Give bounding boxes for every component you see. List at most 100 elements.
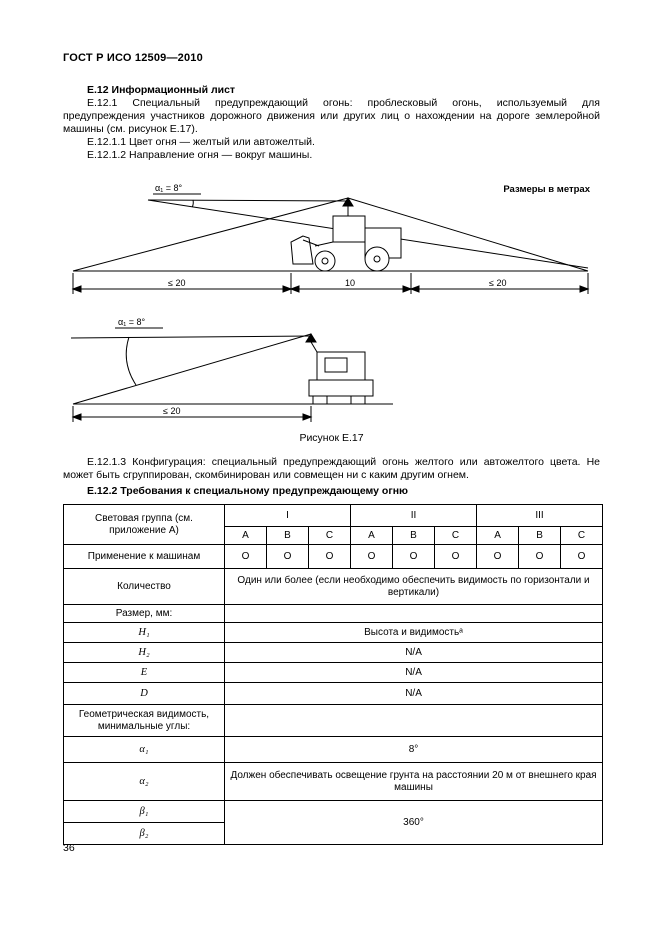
alpha2-value: Должен обеспечивать освещение грунта на …	[223, 762, 604, 801]
figure-e17: Размеры в метрах	[63, 176, 600, 444]
application-value: О	[350, 544, 394, 569]
arrowhead	[71, 413, 82, 421]
application-value: О	[307, 544, 352, 569]
application-value: О	[476, 544, 520, 569]
figure-e17-drawing: Размеры в метрах	[70, 183, 591, 422]
row-beta2: β₂	[63, 822, 603, 845]
wheel-loader-side	[290, 215, 402, 272]
application-label: Применение к машинам	[63, 544, 225, 569]
beacon-bracket-2	[310, 341, 318, 353]
subcol-cell: A	[476, 526, 520, 545]
angle-label-bottom: α₁ = 8°	[118, 317, 146, 327]
table-header-groups: Световая группа (см. приложение А) I II …	[63, 504, 604, 545]
quantity-label: Количество	[63, 568, 225, 605]
arrowhead	[71, 285, 82, 293]
visibility-header-spacer	[223, 704, 604, 737]
document-title: ГОСТ Р ИСО 12509—2010	[63, 52, 203, 64]
subcol-cell: A	[350, 526, 394, 545]
application-value: О	[560, 544, 604, 569]
arrowhead	[579, 285, 590, 293]
alpha1-value: 8°	[223, 736, 604, 763]
angle-arc-2	[125, 336, 137, 386]
row-alpha2: α₂ Должен обеспечивать освещение грунта …	[63, 762, 604, 801]
row-application: Применение к машинам О О О О О О О О О	[63, 544, 604, 569]
machine-wheel-right	[350, 395, 366, 405]
para-e1212: Е.12.1.2 Направление огня — вокруг машин…	[87, 149, 313, 161]
d-symbol: D	[63, 682, 225, 705]
loader-front-hub	[321, 257, 329, 265]
quantity-value: Один или более (если необходимо обеспечи…	[223, 568, 604, 605]
group-I-cell: I	[223, 504, 352, 527]
para-e1211: Е.12.1.1 Цвет огня — желтый или автожелт…	[87, 136, 315, 148]
application-value: О	[266, 544, 309, 569]
row-e: E N/A	[63, 662, 604, 683]
loader-rear-hub	[373, 255, 381, 263]
dim-left-label: ≤ 20	[168, 278, 185, 288]
para-e1213: Е.12.1.3 Конфигурация: специальный преду…	[63, 456, 600, 481]
beacon-lamp-2	[305, 333, 317, 343]
beta1-symbol: β₁	[63, 800, 225, 823]
arrowhead	[289, 285, 300, 293]
units-note: Размеры в метрах	[503, 184, 590, 195]
dim-bottom-label: ≤ 20	[163, 406, 180, 416]
arrowhead	[302, 413, 313, 421]
side-view-diagram	[71, 193, 590, 294]
application-value: О	[434, 544, 478, 569]
h2-value: N/A	[223, 642, 604, 663]
visibility-label: Геометрическая видимость, минимальные уг…	[63, 704, 225, 737]
heading-e12: Е.12 Информационный лист	[87, 84, 236, 96]
machine-base	[308, 379, 374, 397]
row-h1: H₁ Высота и видимостьᵃ	[63, 622, 604, 643]
size-header-spacer	[223, 604, 604, 623]
loader-cab	[332, 215, 366, 243]
e-symbol: E	[63, 662, 225, 683]
application-value: О	[518, 544, 562, 569]
application-value: О	[392, 544, 436, 569]
rear-view-diagram	[70, 327, 393, 422]
subcol-cell: B	[392, 526, 436, 545]
subcol-cell: C	[560, 526, 604, 545]
group-III-cell: III	[476, 504, 604, 527]
loader-frame	[314, 241, 334, 247]
application-value: О	[224, 544, 267, 569]
machine-rear	[308, 351, 374, 405]
dimensions-rear-view	[71, 406, 313, 422]
arrowhead	[409, 285, 420, 293]
h1-symbol: H₁	[63, 622, 225, 643]
angle-horizontal-line-2	[70, 335, 312, 339]
arrowhead	[282, 285, 293, 293]
row-quantity: Количество Один или более (если необходи…	[63, 568, 604, 605]
subcol-cell: C	[434, 526, 478, 545]
row-visibility-header: Геометрическая видимость, минимальные уг…	[63, 704, 604, 737]
row-alpha1: α₁ 8°	[63, 736, 604, 763]
dimensions-side-view	[71, 273, 590, 294]
dim-right-label: ≤ 20	[489, 278, 506, 288]
beam-left-2	[72, 333, 312, 405]
size-label: Размер, мм:	[63, 604, 225, 623]
beta-value: 360°	[223, 800, 604, 845]
subcol-cell: C	[307, 526, 352, 545]
angle-label-top: α₁ = 8°	[155, 183, 183, 193]
subcol-cell: A	[224, 526, 267, 545]
beacon-lamp	[342, 197, 354, 207]
row-beta1: β₁ 360°	[63, 800, 604, 845]
d-value: N/A	[223, 682, 604, 705]
alpha1-symbol: α₁	[63, 736, 225, 763]
subcol-cell: B	[518, 526, 562, 545]
dim-center-label: 10	[345, 278, 355, 288]
angle-arc	[191, 199, 194, 208]
beta2-symbol: β₂	[63, 822, 225, 845]
group-II-cell: II	[350, 504, 478, 527]
row-d: D N/A	[63, 682, 604, 705]
loader-boom	[302, 239, 320, 247]
machine-window	[324, 357, 348, 373]
row-h2: H₂ N/A	[63, 642, 604, 663]
col-group-header-cell: Световая группа (см. приложение А)	[63, 504, 225, 545]
h2-symbol: H₂	[63, 642, 225, 663]
page-number: 36	[63, 842, 75, 854]
row-size-header: Размер, мм:	[63, 604, 604, 623]
machine-wheel-left	[312, 395, 328, 405]
para-e121: Е.12.1 Специальный предупреждающий огонь…	[63, 97, 600, 135]
arrowhead	[402, 285, 413, 293]
